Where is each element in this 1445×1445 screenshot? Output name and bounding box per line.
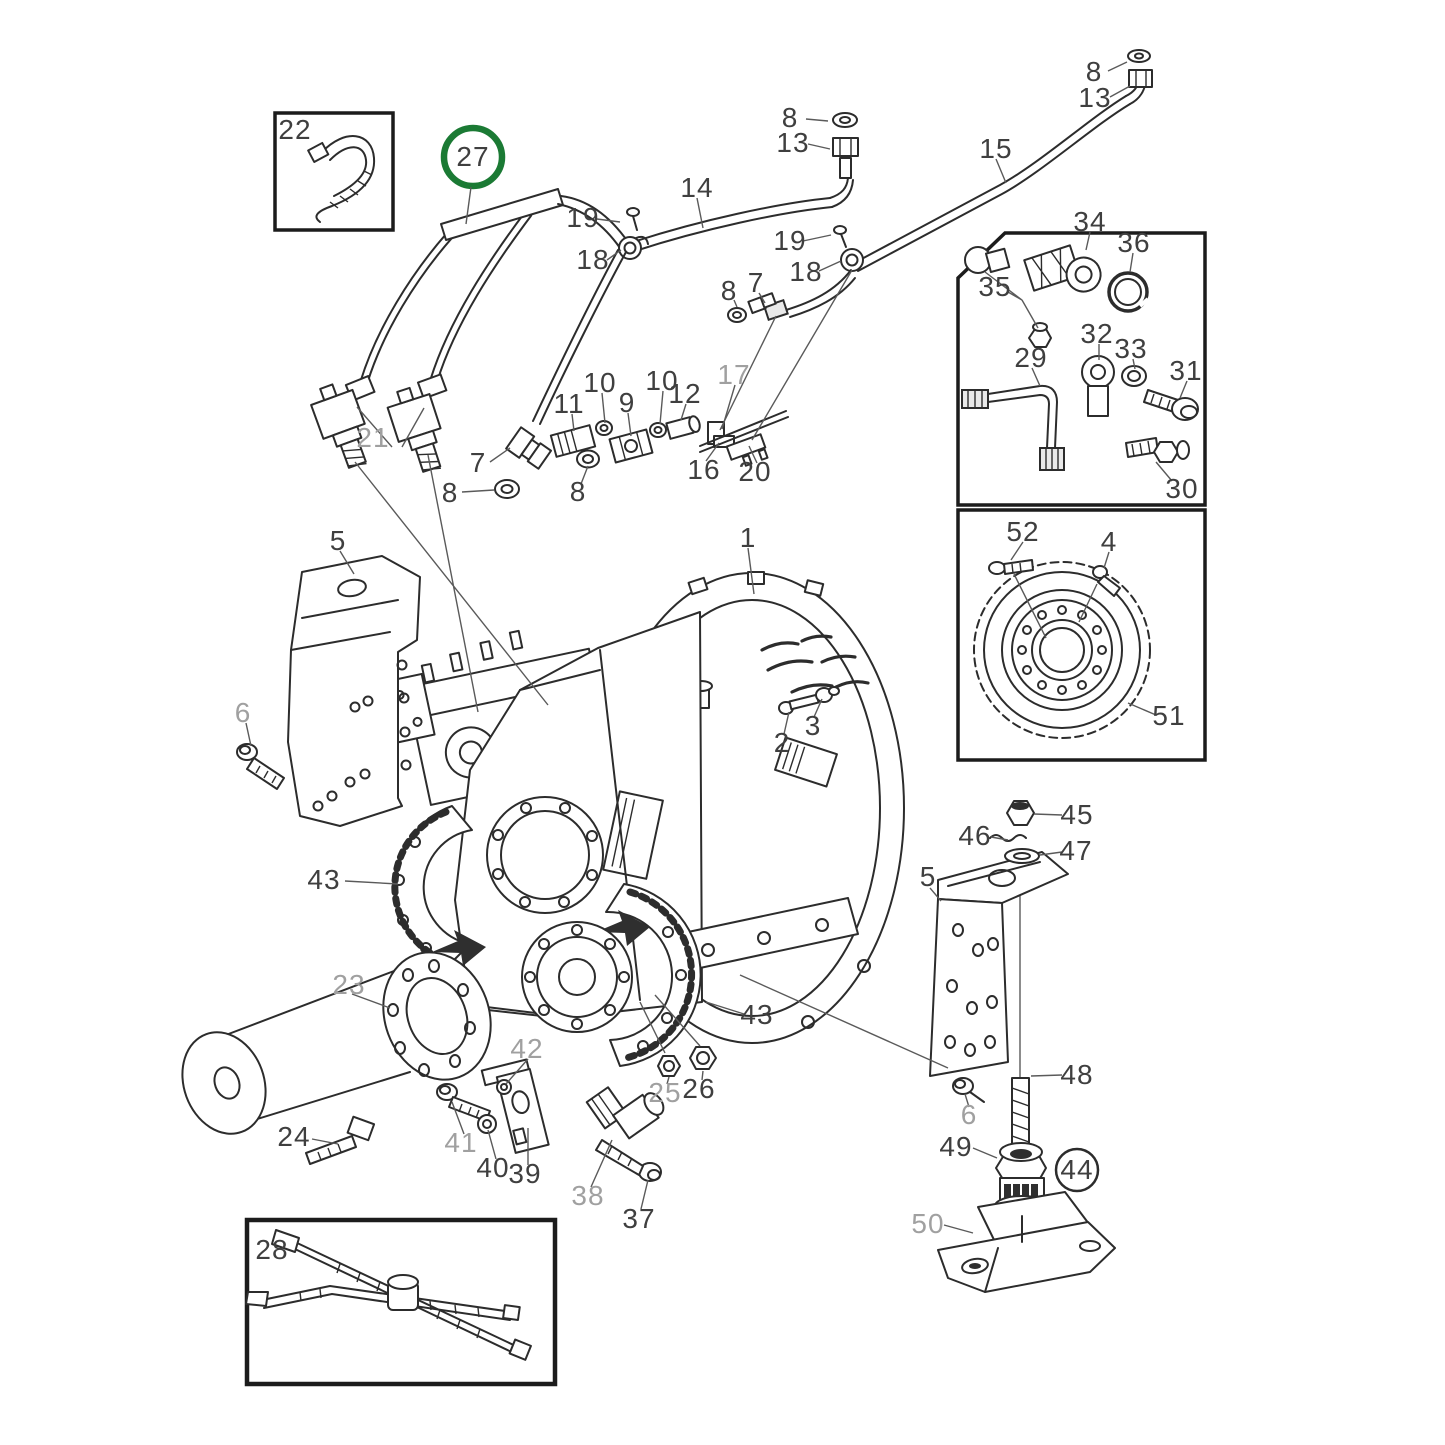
part-label-35: 35	[978, 271, 1012, 302]
round-cover	[486, 796, 604, 914]
part-label-25: 25	[648, 1077, 682, 1108]
part-label-49: 49	[939, 1131, 973, 1162]
part-label-9: 9	[618, 387, 636, 418]
nuts-25-26	[657, 1046, 717, 1077]
part-label-45: 45	[1060, 799, 1094, 830]
part-label-11: 11	[553, 388, 585, 419]
part-label-24: 24	[277, 1121, 311, 1152]
part-label-38: 38	[571, 1180, 605, 1211]
part-label-36: 36	[1117, 227, 1151, 258]
part-label-22: 22	[278, 114, 312, 145]
output-flange	[521, 921, 633, 1033]
part-label-5: 5	[329, 525, 347, 556]
part-label-26: 26	[682, 1073, 716, 1104]
part-label-8: 8	[720, 275, 738, 306]
part-label-51: 51	[1152, 700, 1186, 731]
part-label-21: 21	[356, 422, 390, 453]
callout-box-flexplate	[956, 508, 1207, 762]
assembly-arrow-left	[432, 930, 486, 966]
part-label-33: 33	[1114, 333, 1148, 364]
speed-sensor	[585, 1086, 665, 1140]
part-label-28: 28	[255, 1234, 289, 1265]
part-label-4: 4	[1100, 526, 1118, 557]
part-label-13: 13	[776, 127, 810, 158]
part-label-30: 30	[1165, 473, 1199, 504]
part-label-19: 19	[773, 225, 807, 256]
part-label-31: 31	[1169, 355, 1203, 386]
part-label-2: 2	[773, 727, 791, 758]
part-label-12: 12	[668, 378, 702, 409]
part-label-52: 52	[1006, 516, 1040, 547]
bracket-right-mount	[929, 800, 1116, 1293]
part-label-20: 20	[738, 456, 772, 487]
highlight-ring	[440, 124, 506, 190]
circled-44-ring	[1054, 1147, 1100, 1193]
part-label-10: 10	[645, 365, 679, 396]
part-label-6: 6	[234, 697, 252, 728]
part-label-18: 18	[789, 256, 823, 287]
part-label-48: 48	[1060, 1059, 1094, 1090]
part-label-27: 27	[456, 141, 490, 172]
leader-lines	[245, 61, 1188, 1234]
part-label-46: 46	[958, 820, 992, 851]
part-label-39: 39	[508, 1158, 542, 1189]
part-label-41: 41	[444, 1127, 478, 1158]
part-label-17: 17	[717, 359, 751, 390]
pipes-top	[618, 49, 1153, 323]
part-label-34: 34	[1073, 206, 1107, 237]
part-label-8: 8	[781, 102, 799, 133]
part-label-3: 3	[804, 710, 822, 741]
hose-assembly-top-left	[310, 188, 629, 473]
callout-box-cable-ties	[244, 1217, 558, 1387]
part-label-32: 32	[1080, 318, 1114, 349]
part-label-14: 14	[680, 172, 714, 203]
assembly-arrow-right	[596, 910, 650, 946]
bracket-left	[236, 555, 421, 827]
part-label-5: 5	[919, 861, 937, 892]
part-label-42: 42	[510, 1033, 544, 1064]
part-label-13: 13	[1078, 82, 1112, 113]
part-label-50: 50	[911, 1208, 945, 1239]
sensor-bracket-cluster	[436, 1058, 665, 1182]
part-label-7: 7	[747, 267, 765, 298]
fittings-row	[494, 249, 789, 499]
part-label-44: 44	[1060, 1154, 1094, 1185]
part-label-10: 10	[583, 367, 617, 398]
part-label-7: 7	[469, 447, 487, 478]
bolt-24	[305, 1115, 376, 1165]
part-label-19: 19	[566, 202, 600, 233]
part-label-8: 8	[441, 477, 459, 508]
part-label-15: 15	[979, 133, 1013, 164]
part-label-1: 1	[739, 522, 757, 553]
coupling-flange	[181, 951, 492, 1165]
part-label-6: 6	[960, 1099, 978, 1130]
part-label-40: 40	[476, 1152, 510, 1183]
part-label-43: 43	[740, 999, 774, 1030]
callout-box-cable-tie	[273, 111, 395, 232]
callout-box-fittings	[956, 231, 1207, 507]
part-label-47: 47	[1059, 835, 1093, 866]
part-label-23: 23	[332, 969, 366, 1000]
part-label-29: 29	[1014, 342, 1048, 373]
part-label-37: 37	[622, 1203, 656, 1234]
part-label-8: 8	[1085, 56, 1103, 87]
part-label-43: 43	[307, 864, 341, 895]
part-label-16: 16	[687, 454, 721, 485]
part-label-18: 18	[576, 244, 610, 275]
part-label-8: 8	[569, 476, 587, 507]
